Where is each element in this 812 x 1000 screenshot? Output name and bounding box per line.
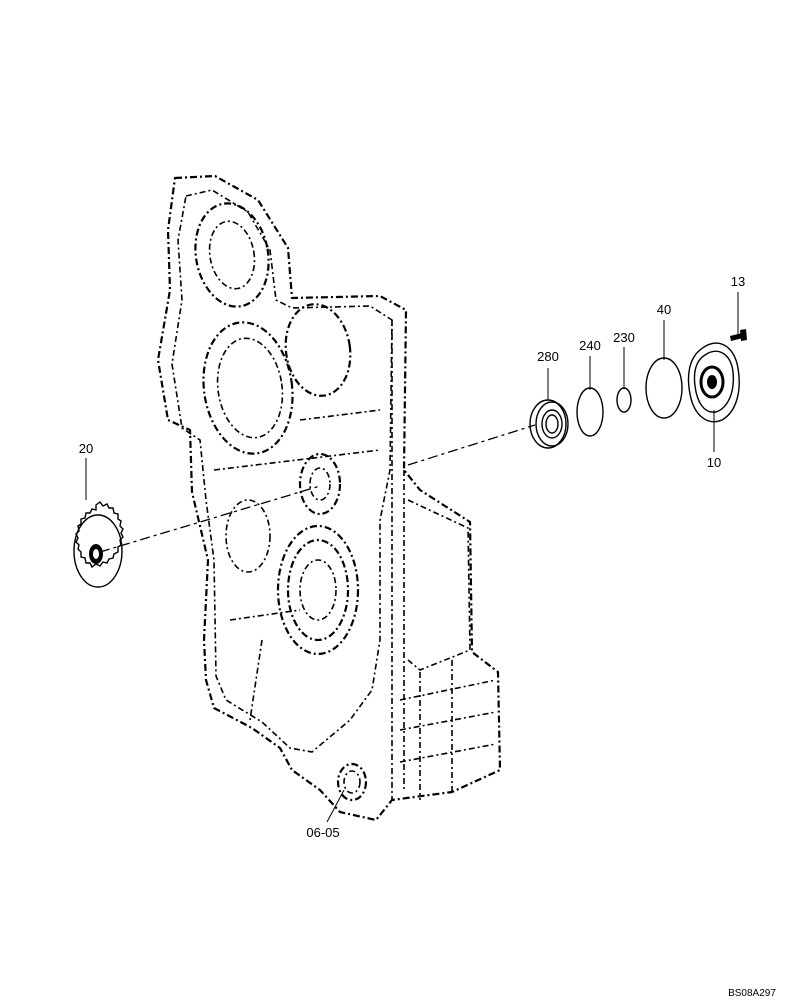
leader-lines <box>85 292 739 823</box>
callout-240: 240 <box>579 338 601 353</box>
gear-part-20 <box>73 501 124 588</box>
callout-20: 20 <box>79 441 93 456</box>
assembly-axis-cover <box>407 424 536 466</box>
cover-part-10 <box>687 342 740 423</box>
drawing-code: BS08A297 <box>728 988 776 999</box>
callout-230: 230 <box>613 330 635 345</box>
callout-13: 13 <box>731 274 745 289</box>
callout-10: 10 <box>707 455 721 470</box>
assembly-axis-gear <box>99 485 321 553</box>
bearing-part-280 <box>529 399 569 449</box>
callout-40: 40 <box>657 302 671 317</box>
transmission-housing-ghost <box>156 174 502 822</box>
o-ring-part-230 <box>616 387 632 413</box>
callout-280: 280 <box>537 349 559 364</box>
snap-ring-part-240 <box>576 387 604 437</box>
callout-06-05: 06-05 <box>306 825 339 840</box>
o-ring-part-40 <box>645 357 683 419</box>
bolt-part-13 <box>730 329 747 341</box>
